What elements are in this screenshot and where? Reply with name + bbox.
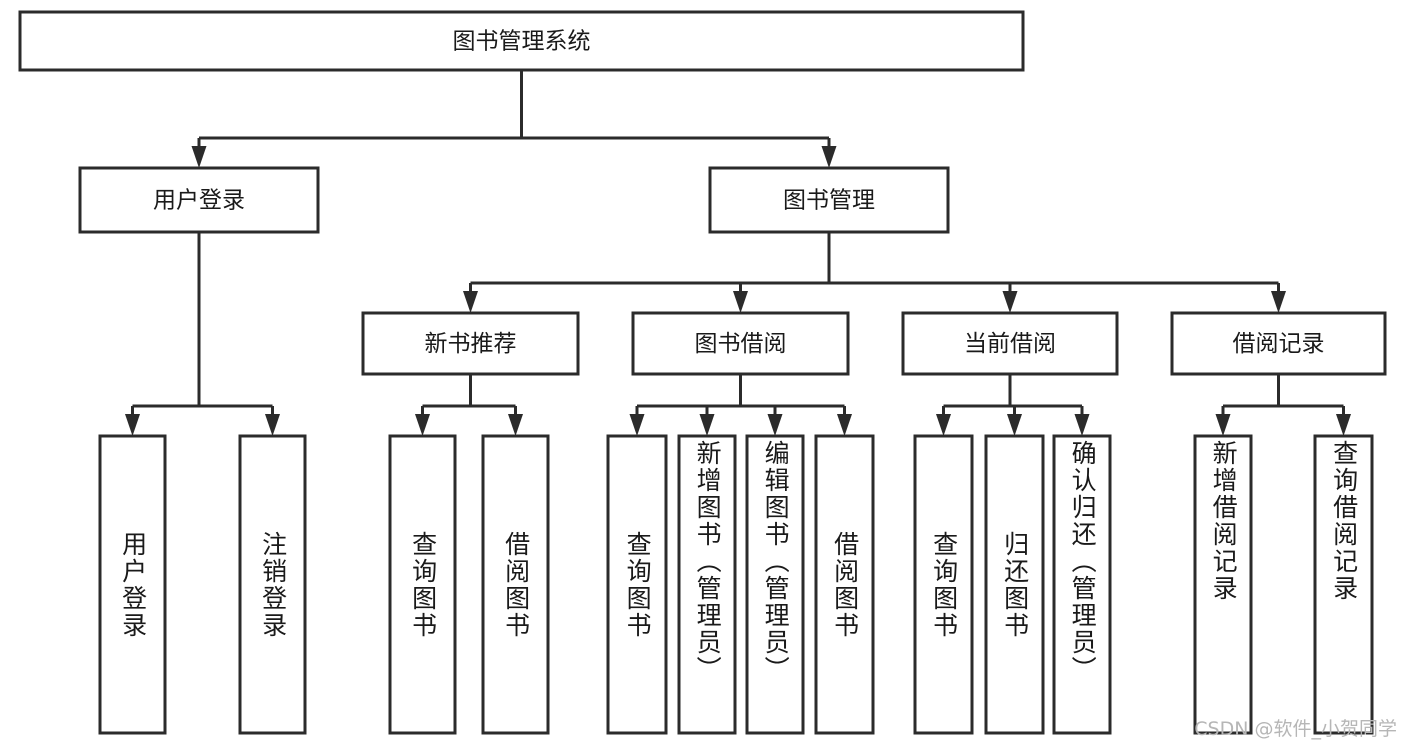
edge-group-new-book-recommend	[415, 374, 523, 436]
arrow-head-icon	[265, 414, 280, 436]
node-label: 图书管理	[783, 188, 875, 214]
node-label: 新书推荐	[425, 331, 517, 357]
node-label: 借阅记录	[1233, 331, 1325, 357]
node-rect[interactable]	[913, 434, 974, 735]
node-leaf-borrow-book-2[interactable]	[814, 434, 875, 735]
node-rect[interactable]	[98, 434, 167, 735]
edge-group-current-borrow	[936, 374, 1090, 436]
arrow-head-icon	[837, 414, 852, 436]
arrow-head-icon	[1002, 291, 1018, 313]
arrow-head-icon	[1336, 414, 1351, 436]
arrow-head-icon	[936, 414, 951, 436]
node-leaf-query-book-1[interactable]	[388, 434, 457, 735]
node-label: 图书借阅	[695, 331, 787, 357]
edge-group-borrow-record	[1215, 374, 1351, 436]
node-rect[interactable]	[18, 10, 1025, 72]
node-rect[interactable]	[1193, 434, 1253, 735]
node-book-borrow[interactable]: 图书借阅	[631, 311, 850, 376]
node-label: 用户登录	[153, 188, 245, 214]
node-label: 当前借阅	[964, 331, 1056, 357]
node-leaf-edit-book[interactable]	[745, 434, 805, 735]
arrow-head-icon	[415, 414, 430, 436]
node-rect[interactable]	[78, 166, 320, 234]
edge-group-book-borrow	[629, 374, 852, 436]
node-leaf-add-book[interactable]	[677, 434, 737, 735]
node-leaf-query-book-2[interactable]	[606, 434, 668, 735]
node-book-management[interactable]: 图书管理	[708, 166, 950, 234]
arrow-head-icon	[1215, 414, 1231, 436]
node-rect[interactable]	[361, 311, 580, 376]
arrow-head-icon	[821, 146, 837, 168]
arrow-head-icon	[1271, 291, 1286, 313]
node-root-图书管理系统[interactable]: 图书管理系统	[18, 10, 1025, 72]
node-leaf-user-login[interactable]	[98, 434, 167, 735]
node-leaf-borrow-book-1[interactable]	[481, 434, 550, 735]
arrow-head-icon	[508, 414, 523, 436]
node-rect[interactable]	[1052, 434, 1112, 735]
node-rect[interactable]	[677, 434, 737, 735]
arrow-head-icon	[125, 414, 140, 436]
arrow-head-icon	[463, 291, 478, 313]
node-rect[interactable]	[481, 434, 550, 735]
node-label: 图书管理系统	[453, 29, 591, 55]
node-user-login[interactable]: 用户登录	[78, 166, 320, 234]
node-current-borrow[interactable]: 当前借阅	[901, 311, 1119, 376]
node-leaf-logout[interactable]	[238, 434, 307, 735]
node-leaf-add-record[interactable]	[1193, 434, 1253, 735]
edge-group-user-login	[125, 232, 280, 436]
node-rect[interactable]	[984, 434, 1045, 735]
edge-group-book-management	[463, 232, 1286, 313]
arrow-head-icon	[629, 414, 645, 436]
node-leaf-query-book-3[interactable]	[913, 434, 974, 735]
node-leaf-query-record[interactable]	[1313, 434, 1374, 735]
node-rect[interactable]	[1313, 434, 1374, 735]
node-rect[interactable]	[631, 311, 850, 376]
node-rect[interactable]	[814, 434, 875, 735]
arrow-head-icon	[767, 414, 783, 436]
arrow-head-icon	[1007, 414, 1022, 436]
connector-layer	[125, 70, 1351, 436]
arrow-head-icon	[191, 146, 207, 168]
node-rect[interactable]	[901, 311, 1119, 376]
node-rect[interactable]	[238, 434, 307, 735]
node-borrow-record[interactable]: 借阅记录	[1170, 311, 1387, 376]
edge-group-root	[191, 70, 837, 168]
node-rect[interactable]	[606, 434, 668, 735]
node-new-book-recommend[interactable]: 新书推荐	[361, 311, 580, 376]
node-rect[interactable]	[708, 166, 950, 234]
arrow-head-icon	[733, 291, 748, 313]
node-rect[interactable]	[1170, 311, 1387, 376]
node-rect[interactable]	[745, 434, 805, 735]
node-rect[interactable]	[388, 434, 457, 735]
node-leaf-return-book[interactable]	[984, 434, 1045, 735]
node-leaf-confirm-return[interactable]	[1052, 434, 1112, 735]
arrow-head-icon	[699, 414, 715, 436]
arrow-head-icon	[1074, 414, 1090, 436]
